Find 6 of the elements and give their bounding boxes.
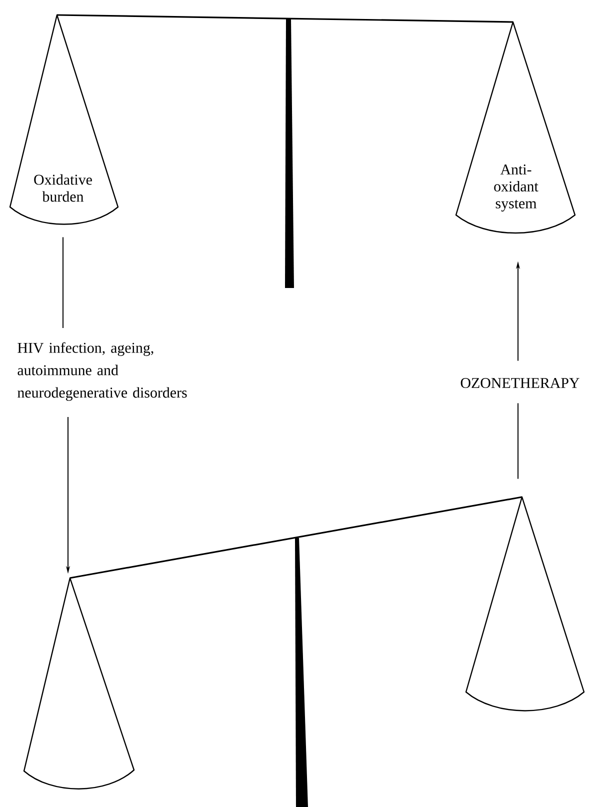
balance-pan xyxy=(465,496,585,712)
text-label: HIV infection, ageing, autoimmune and neurodegenerative disorders xyxy=(18,342,187,401)
balance-pan: Anti- oxidant system xyxy=(455,21,576,234)
text-label: OZONETHERAPY xyxy=(460,378,580,388)
balance-pan: Oxidative burden xyxy=(9,14,119,225)
balance-pan xyxy=(23,577,135,790)
